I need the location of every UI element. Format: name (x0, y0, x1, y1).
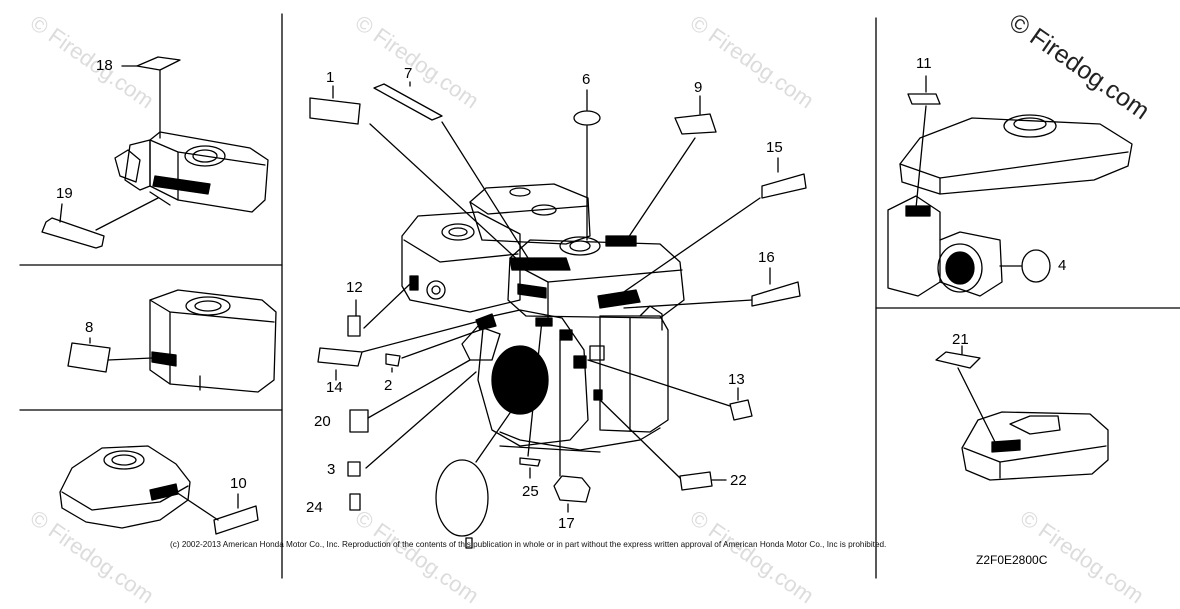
copyright-notice: (c) 2002-2013 American Honda Motor Co., … (170, 540, 887, 549)
callout-14: 14 (326, 379, 343, 396)
callout-12: 12 (346, 279, 363, 296)
callout-3: 3 (327, 461, 336, 478)
callout-1: 1 (326, 69, 335, 86)
callout-8: 8 (85, 319, 94, 336)
callout-2: 2 (384, 377, 393, 394)
callout-9: 9 (694, 79, 703, 96)
callout-22: 22 (730, 472, 747, 489)
callout-19: 19 (56, 185, 73, 202)
callout-18: 18 (96, 57, 113, 74)
fuel-tank-small (114, 131, 269, 213)
diagram-drawing (19, 13, 1180, 579)
callout-11: 11 (916, 55, 932, 72)
fuel-tank-bottom-right (961, 411, 1109, 481)
callout-17: 17 (558, 515, 575, 532)
engine-callouts (309, 81, 807, 549)
callout-15: 15 (766, 139, 783, 156)
panel-dividers (19, 13, 1180, 579)
callout-24: 24 (306, 499, 323, 516)
callout-7: 7 (404, 65, 413, 82)
parts-diagram: © Firedog.com © Firedog.com © Firedog.co… (19, 8, 1180, 608)
callout-25: 25 (522, 483, 539, 500)
diagram-code: Z2F0E2800C (976, 553, 1048, 567)
callout-20: 20 (314, 413, 331, 430)
fuel-tank-medium (149, 289, 277, 393)
callout-16: 16 (758, 249, 775, 266)
callout-13: 13 (728, 371, 745, 388)
callout-10: 10 (230, 475, 247, 492)
fuel-tank-large (887, 114, 1133, 297)
callout-21: 21 (952, 331, 969, 348)
engine-main (401, 183, 685, 453)
fuel-tank-low (59, 445, 191, 529)
callout-6: 6 (582, 71, 591, 88)
callout-4: 4 (1058, 257, 1067, 274)
